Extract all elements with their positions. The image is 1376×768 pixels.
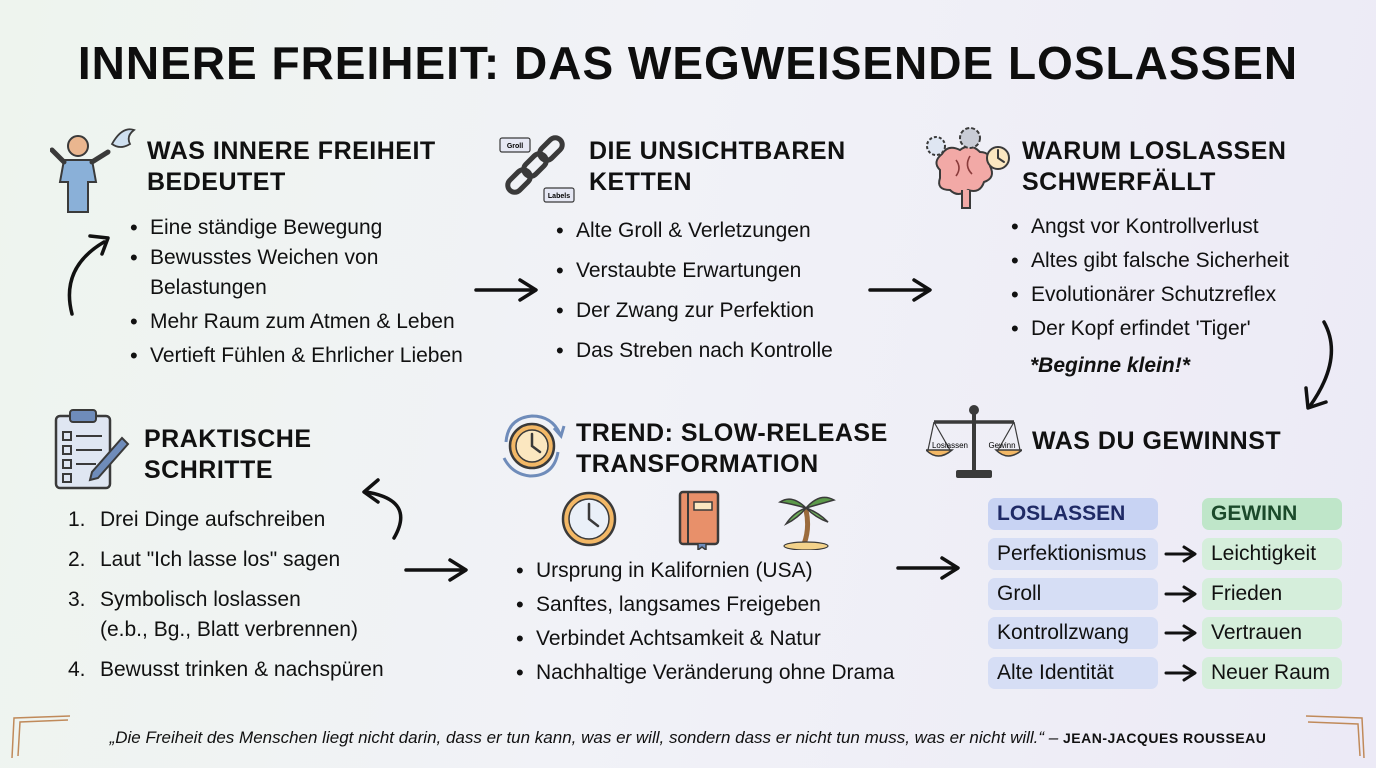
section-freiheit-heading: WAS INNERE FREIHEIT BEDEUTET — [147, 137, 436, 196]
quote-separator: – — [1044, 728, 1063, 747]
person-dove-icon — [50, 128, 136, 213]
section-trend-heading: TREND: SLOW-RELEASE TRANSFORMATION — [576, 419, 888, 478]
frame-corner-left-icon — [11, 715, 71, 759]
section-gewinn: WAS DU GEWINNST — [1032, 426, 1281, 457]
col-header-loslassen: LOSLASSEN — [988, 498, 1158, 530]
ketten-list: Alte Groll & Verletzungen Verstaubte Erw… — [554, 216, 833, 366]
freiheit-list: Eine ständige Bewegung Bewusstes Weichen… — [128, 213, 463, 371]
list-item: Der Kopf erfindet 'Tiger' — [1009, 314, 1289, 344]
quote-author: JEAN-JACQUES ROUSSEAU — [1062, 730, 1267, 746]
arrow-right-icon — [1164, 664, 1197, 682]
list-item: Nachhaltige Veränderung ohne Drama — [514, 658, 894, 688]
section-ketten: DIE UNSICHTBAREN KETTEN — [589, 136, 846, 198]
page-title: INNERE FREIHEIT: DAS WEGWEISENDE LOSLASS… — [77, 37, 1299, 89]
warum-note: *Beginne klein!* — [1030, 354, 1190, 377]
arrow-right-icon — [896, 556, 960, 580]
palm-tree-icon — [778, 496, 836, 550]
curved-arrow-up-icon — [67, 234, 110, 316]
clock-icon — [561, 491, 617, 547]
journal-icon — [678, 490, 720, 550]
list-item: Sanftes, langsames Freigeben — [514, 590, 894, 620]
list-item: Bewusstes Weichen von — [128, 243, 463, 273]
warum-list: Angst vor Kontrollverlust Altes gibt fal… — [1009, 212, 1289, 344]
col-header-gewinn: GEWINN — [1202, 498, 1342, 530]
list-item: 4.Bewusst trinken & nachspüren — [68, 658, 384, 681]
section-schritte: PRAKTISCHE SCHRITTE — [144, 424, 312, 486]
scale-label-gewinn: Gewinn — [988, 441, 1015, 450]
clock-cycle-icon — [502, 414, 566, 478]
table-cell-to: Neuer Raum — [1202, 657, 1342, 689]
table-cell-to: Leichtigkeit — [1202, 538, 1342, 570]
list-item: 2.Laut "Ich lasse los" sagen — [68, 548, 341, 571]
table-cell-from: Kontrollzwang — [988, 617, 1158, 649]
quote: „Die Freiheit des Menschen liegt nicht d… — [0, 728, 1376, 748]
list-item: 1.Drei Dinge aufschreiben — [68, 508, 326, 531]
section-freiheit: WAS INNERE FREIHEIT BEDEUTET — [147, 136, 436, 198]
list-item: Verstaubte Erwartungen — [554, 256, 833, 286]
frame-corner-right-icon — [1305, 715, 1365, 759]
clipboard-checklist-icon — [54, 409, 130, 490]
arrow-right-icon — [404, 558, 468, 582]
section-gewinn-heading: WAS DU GEWINNST — [1032, 427, 1282, 455]
list-item: Vertieft Fühlen & Ehrlicher Lieben — [128, 341, 463, 371]
quote-text: „Die Freiheit des Menschen liegt nicht d… — [109, 728, 1045, 747]
list-item: Belastungen — [150, 276, 267, 299]
section-trend: TREND: SLOW-RELEASE TRANSFORMATION — [576, 418, 888, 480]
arrow-right-icon — [868, 278, 932, 302]
brain-gears-icon — [926, 127, 1010, 209]
trend-list: Ursprung in Kalifornien (USA) Sanftes, l… — [514, 556, 894, 688]
list-item: Altes gibt falsche Sicherheit — [1009, 246, 1289, 276]
list-item: Mehr Raum zum Atmen & Leben — [128, 307, 463, 337]
table-cell-from: Perfektionismus — [988, 538, 1158, 570]
chain-icon: Groll Labels — [499, 135, 575, 203]
chain-label-groll: Groll — [507, 143, 523, 150]
list-item: Der Zwang zur Perfektion — [554, 296, 833, 326]
curved-arrow-down-icon — [1304, 320, 1334, 410]
table-cell-to: Vertrauen — [1202, 617, 1342, 649]
arrow-right-icon — [1164, 545, 1197, 563]
list-item: Angst vor Kontrollverlust — [1009, 212, 1289, 242]
list-item: Ursprung in Kalifornien (USA) — [514, 556, 894, 586]
schritte-list: 1.Drei Dinge aufschreiben 2.Laut "Ich la… — [68, 505, 384, 695]
curved-arrow-back-icon — [362, 478, 403, 540]
list-item: Verbindet Achtsamkeit & Natur — [514, 624, 894, 654]
scale-icon: Loslassen Gewinn — [926, 405, 1022, 478]
section-schritte-heading: PRAKTISCHE SCHRITTE — [144, 425, 312, 484]
list-item: Alte Groll & Verletzungen — [554, 216, 833, 246]
list-item: 3.Symbolisch loslassen(e.b., Bg., Blatt … — [68, 588, 358, 641]
arrow-right-icon — [1164, 585, 1197, 603]
section-warum-heading: WARUM LOSLASSEN SCHWERFÄLLT — [1022, 137, 1287, 196]
list-item: Eine ständige Bewegung — [128, 213, 463, 243]
table-cell-from: Groll — [988, 578, 1158, 610]
chain-label-labels: Labels — [548, 193, 570, 200]
arrow-right-icon — [1164, 624, 1197, 642]
table-cell-from: Alte Identität — [988, 657, 1158, 689]
list-item: Das Streben nach Kontrolle — [554, 336, 833, 366]
list-item: Evolutionärer Schutzreflex — [1009, 280, 1289, 310]
section-warum: WARUM LOSLASSEN SCHWERFÄLLT — [1022, 136, 1286, 198]
scale-label-loslassen: Loslassen — [932, 441, 968, 450]
arrow-right-icon — [474, 278, 538, 302]
section-ketten-heading: DIE UNSICHTBAREN KETTEN — [589, 137, 846, 196]
table-cell-to: Frieden — [1202, 578, 1342, 610]
